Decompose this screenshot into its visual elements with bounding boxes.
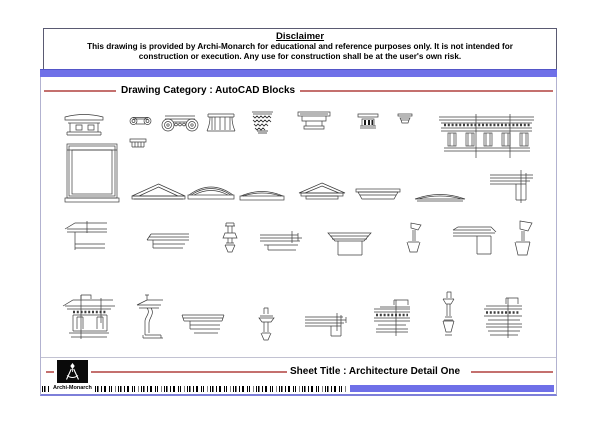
block-dentil-entablature	[438, 114, 535, 160]
block-triangular-pediment	[130, 183, 187, 202]
block-corner-cornice	[488, 170, 535, 203]
block-fluted-bracket	[128, 137, 148, 149]
block-small-capital	[396, 112, 414, 125]
block-window-frame	[63, 142, 121, 204]
block-baluster-profile	[440, 290, 457, 341]
block-stepped-capital	[296, 110, 332, 134]
disclaimer-box: Disclaimer This drawing is provided by A…	[43, 28, 557, 71]
category-rule-right	[300, 89, 553, 92]
accent-bar-bottom	[350, 385, 554, 392]
block-crown-cornice-3	[258, 230, 304, 253]
block-baluster-finial	[221, 221, 239, 254]
block-crown-cornice-2	[145, 228, 191, 253]
block-l-profile-molding	[133, 293, 167, 344]
block-crown-cornice-4	[326, 229, 373, 258]
disclaimer-line-2: construction or execution. Any use for c…	[138, 51, 462, 61]
sheet-title-rule-right	[471, 371, 553, 373]
block-stepped-cornice	[303, 311, 348, 339]
disclaimer-line-1: This drawing is provided by Archi-Monarc…	[87, 42, 513, 51]
block-small-bracket	[256, 306, 276, 343]
sheet-frame	[40, 77, 557, 396]
block-column-capital	[62, 111, 106, 137]
block-dark-capital	[356, 112, 380, 130]
block-dish-pediment	[413, 190, 467, 202]
title-dash-left	[46, 371, 54, 373]
block-crown-cornice-1	[63, 220, 109, 254]
accent-bar-top	[40, 69, 557, 77]
category-row: Drawing Category : AutoCAD Blocks	[44, 84, 553, 97]
brand-label: Archi-Monarch	[53, 385, 92, 391]
barcode	[94, 385, 347, 392]
block-fluted-capital	[206, 112, 236, 134]
block-flat-cornice-cap	[354, 187, 402, 202]
block-ionic-capital	[161, 111, 199, 133]
disclaimer-title: Disclaimer	[275, 31, 325, 42]
block-ionic-capital-small	[128, 113, 153, 127]
block-corinthian-capital	[250, 110, 275, 136]
barcode-marks-left	[42, 385, 51, 392]
block-dentil-cornice-2	[480, 296, 526, 343]
sheet-title-rule-left	[91, 371, 287, 373]
compass-divider-icon	[65, 363, 80, 380]
block-corbel-bracket-1	[401, 220, 424, 259]
sheet-title-label: Sheet Title : Architecture Detail One	[290, 366, 461, 377]
block-cornice-with-post	[451, 224, 498, 258]
footer-separator	[41, 357, 556, 358]
block-dentil-entablature-2	[61, 293, 119, 345]
block-corbel-bracket-2	[508, 219, 535, 259]
brand-logo	[57, 360, 88, 383]
block-dentil-cornice-1	[370, 298, 414, 341]
block-low-triangular-pediment	[297, 181, 347, 202]
block-arched-pediment	[186, 178, 236, 202]
barcode-strip: Archi-Monarch	[42, 385, 347, 392]
category-rule-left	[44, 89, 116, 92]
category-label: Drawing Category : AutoCAD Blocks	[121, 85, 296, 96]
block-simple-cornice	[180, 311, 226, 339]
block-segmental-pediment	[238, 186, 286, 202]
